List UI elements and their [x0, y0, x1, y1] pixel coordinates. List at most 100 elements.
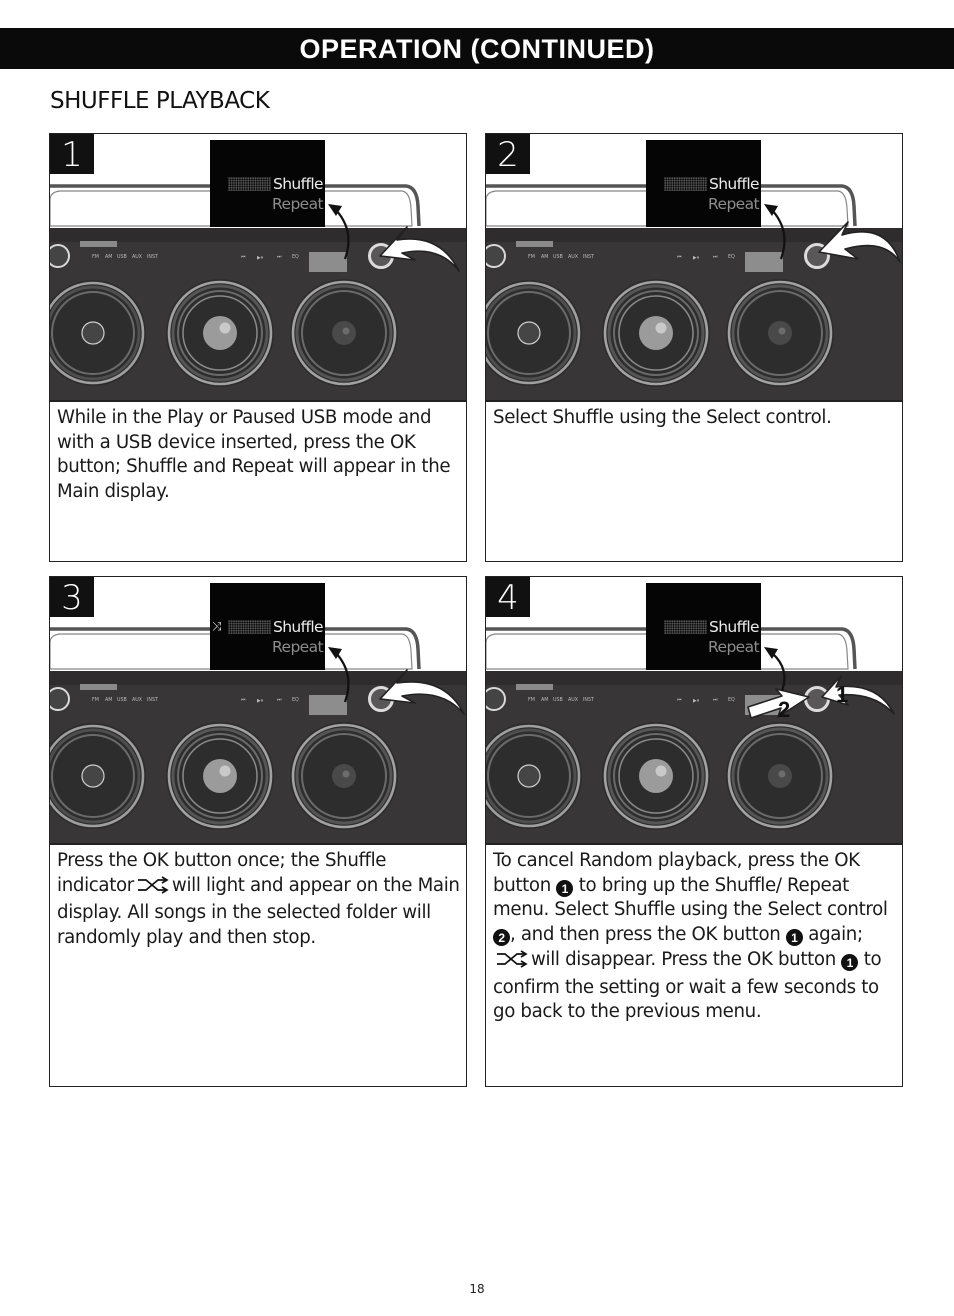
- step-number: 2: [486, 134, 530, 175]
- select-control-marker: 2: [493, 929, 510, 947]
- transport-label: ▶⏸: [693, 255, 699, 261]
- lcd-shuffle-label: Shuffle: [272, 175, 324, 193]
- transport-label: ⏭: [713, 698, 718, 703]
- speaker-right: [290, 722, 398, 830]
- speaker-center: [602, 722, 710, 830]
- source-label: AUX: [568, 697, 579, 703]
- lcd-dot-matrix: [664, 620, 707, 634]
- speaker-left: [50, 280, 146, 386]
- source-label: FM: [528, 697, 535, 703]
- source-label: INST: [147, 697, 158, 703]
- step-number: 3: [50, 577, 94, 618]
- curved-arrow: [771, 652, 786, 692]
- transport-label: ⏭: [713, 255, 718, 260]
- lcd-repeat-label: Repeat: [272, 638, 324, 656]
- lcd-shuffle-label: Shuffle: [708, 175, 760, 193]
- press-arrow: [379, 669, 465, 715]
- divider: [50, 400, 466, 402]
- source-label: INST: [147, 254, 158, 260]
- step-number: 1: [50, 134, 94, 175]
- lcd-shuffle-label: Shuffle: [708, 618, 760, 636]
- press-arrow: [379, 226, 460, 272]
- divider: [50, 843, 466, 845]
- transport-label: ▶⏸: [693, 698, 699, 704]
- transport-label: ▶⏸: [257, 698, 263, 704]
- lcd-dot-matrix: [228, 620, 271, 634]
- transport-label: EQ: [292, 697, 299, 703]
- page-banner: OPERATION (CONTINUED): [0, 28, 954, 69]
- step-panel-1: FM AM USB AUX INST ⏮ ▶⏸ ⏭ EQ: [49, 133, 467, 562]
- step-number: 4: [486, 577, 530, 618]
- speaker-right: [726, 279, 834, 387]
- source-label: FM: [92, 254, 99, 260]
- source-label: INST: [583, 254, 594, 260]
- speaker-left: [486, 723, 582, 829]
- step-caption: To cancel Random playback, press the OK …: [493, 850, 888, 1023]
- usb-slot: [80, 241, 117, 247]
- power-knob: [50, 687, 70, 711]
- source-label: AUX: [568, 254, 579, 260]
- source-label: USB: [553, 254, 563, 260]
- speaker-right: [290, 279, 398, 387]
- section-title: SHUFFLE PLAYBACK: [50, 88, 270, 114]
- main-display-window: [309, 695, 347, 715]
- speaker-center: [166, 279, 274, 387]
- step-panel-4: FM AM USB AUX INST ⏮ ▶⏸ ⏭ EQ: [485, 576, 903, 1087]
- callout-1: 1: [836, 682, 849, 707]
- step-panel-3: FM AM USB AUX INST ⏮ ▶⏸ ⏭ EQ: [49, 576, 467, 1087]
- source-label: INST: [583, 697, 594, 703]
- lcd-repeat-label: Repeat: [708, 195, 760, 213]
- transport-label: ⏮: [241, 698, 246, 703]
- curved-arrow: [771, 209, 786, 260]
- page-number: 18: [469, 1282, 485, 1296]
- transport-label: ⏮: [677, 255, 682, 260]
- lcd-dot-matrix: [228, 177, 271, 191]
- lcd-screen: Shuffle Repeat: [646, 583, 761, 670]
- press-arrow: [821, 675, 895, 715]
- transport-label: EQ: [728, 254, 735, 260]
- source-label: AM: [105, 697, 112, 703]
- speaker-left: [50, 723, 146, 829]
- lcd-screen: Shuffle Repeat: [646, 140, 761, 227]
- source-label: AM: [541, 697, 548, 703]
- lcd-screen: Shuffle Repeat: [210, 140, 325, 227]
- boombox-illustration: FM AM USB AUX INST ⏮ ▶⏸ ⏭ EQ: [50, 577, 466, 845]
- boombox-illustration: FM AM USB AUX INST ⏮ ▶⏸ ⏭ EQ: [50, 134, 466, 402]
- ok-button-marker: 1: [785, 929, 803, 947]
- speaker-center: [166, 722, 274, 830]
- main-display-window: [745, 252, 783, 272]
- source-label: AUX: [132, 254, 143, 260]
- source-label: AUX: [132, 697, 143, 703]
- source-label: FM: [92, 697, 99, 703]
- source-label: FM: [528, 254, 535, 260]
- main-display-window: [309, 252, 347, 272]
- boombox-illustration: FM AM USB AUX INST ⏮ ▶⏸ ⏭ EQ: [486, 134, 902, 402]
- speaker-left: [486, 280, 582, 386]
- power-knob: [486, 244, 506, 268]
- rotate-arrow: [818, 221, 901, 263]
- speaker-right: [726, 722, 834, 830]
- transport-label: ⏮: [677, 698, 682, 703]
- curved-arrow: [335, 652, 350, 703]
- ok-button-marker: 1: [841, 953, 859, 971]
- lcd-repeat-label: Repeat: [708, 638, 760, 656]
- transport-label: ▶⏸: [257, 255, 263, 261]
- lcd-repeat-label: Repeat: [272, 195, 324, 213]
- transport-label: ⏭: [277, 255, 282, 260]
- source-label: AM: [541, 254, 548, 260]
- usb-slot: [516, 684, 553, 690]
- usb-slot: [80, 684, 117, 690]
- transport-label: EQ: [728, 697, 735, 703]
- power-knob: [50, 244, 70, 268]
- transport-label: EQ: [292, 254, 299, 260]
- speaker-center: [602, 279, 710, 387]
- source-label: USB: [117, 254, 127, 260]
- ok-select-knob: [804, 686, 830, 712]
- shuffle-icon: [136, 875, 170, 902]
- step-caption: Press the OK button once; the Shuffle in…: [57, 850, 460, 949]
- divider: [486, 400, 902, 402]
- shuffle-icon: [495, 950, 529, 976]
- source-label: USB: [117, 697, 127, 703]
- source-label: USB: [553, 697, 563, 703]
- callout-2: 2: [778, 697, 791, 722]
